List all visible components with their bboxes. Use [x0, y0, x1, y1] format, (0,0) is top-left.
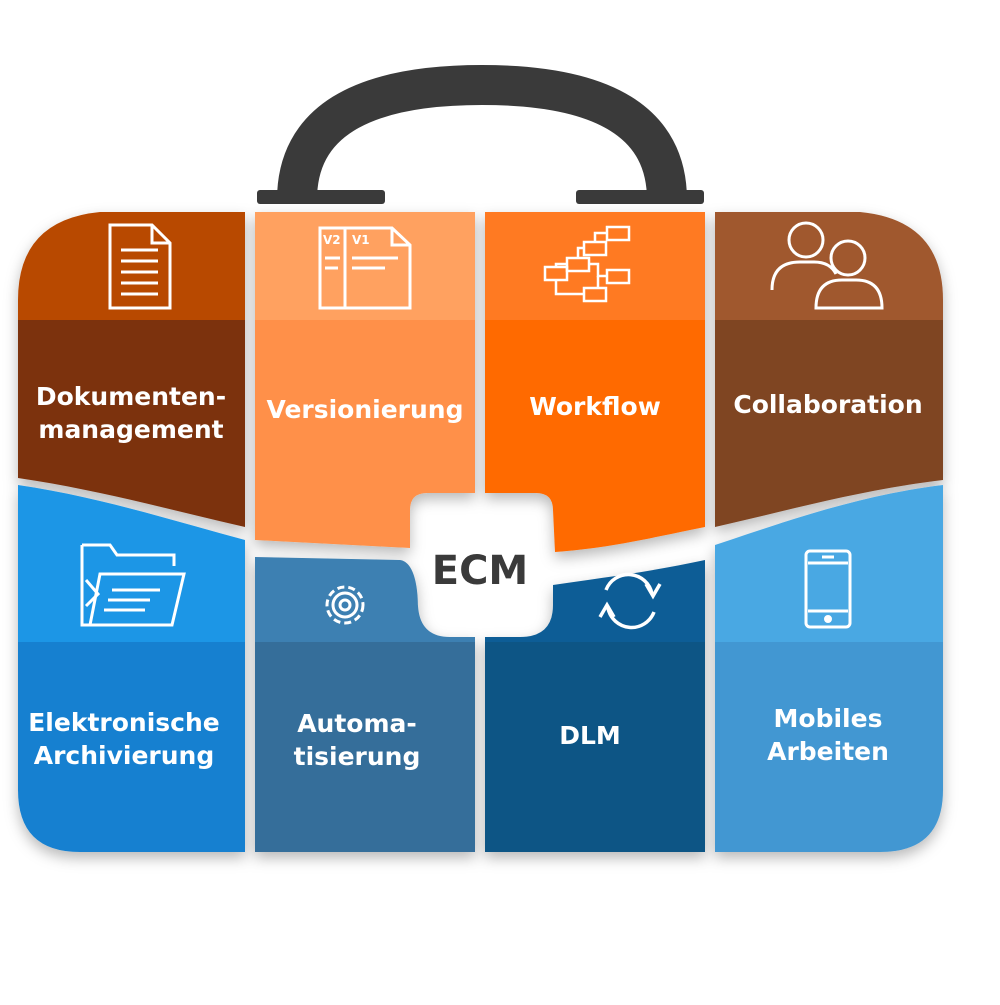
- version-tag-v1: V1: [352, 233, 370, 247]
- tile-label-workflow: Workflow: [529, 392, 661, 421]
- tile-dlm: DLM: [485, 560, 705, 852]
- briefcase-handle: [257, 64, 704, 204]
- tile-versionierung: V2 V1 Versionierung: [255, 212, 475, 548]
- tile-label-automatisierung: Automa-tisierung: [294, 709, 421, 771]
- tile-dokumentenmanagement: Dokumenten-management: [18, 212, 245, 527]
- smartphone-icon: [804, 549, 852, 629]
- tile-workflow: Workflow: [485, 212, 705, 552]
- tile-label-dlm: DLM: [559, 721, 621, 750]
- tile-label-collaboration: Collaboration: [733, 390, 922, 419]
- tile-automatisierung: Automa-tisierung: [255, 557, 475, 852]
- tile-label-versionierung: Versionierung: [266, 395, 463, 424]
- tile-collaboration: Collaboration: [715, 212, 943, 527]
- refresh-icon: [598, 572, 662, 630]
- center-label-ecm: ECM: [432, 548, 528, 594]
- versions-icon: [318, 226, 412, 310]
- people-icon: [770, 221, 884, 310]
- workflow-icon: [543, 225, 631, 303]
- tile-label-dokumentenmanagement: Dokumenten-management: [36, 382, 226, 444]
- folder-icon: [80, 543, 186, 627]
- gear-icon: [325, 585, 365, 625]
- document-icon: [108, 223, 172, 310]
- version-tag-v2: V2: [323, 233, 341, 247]
